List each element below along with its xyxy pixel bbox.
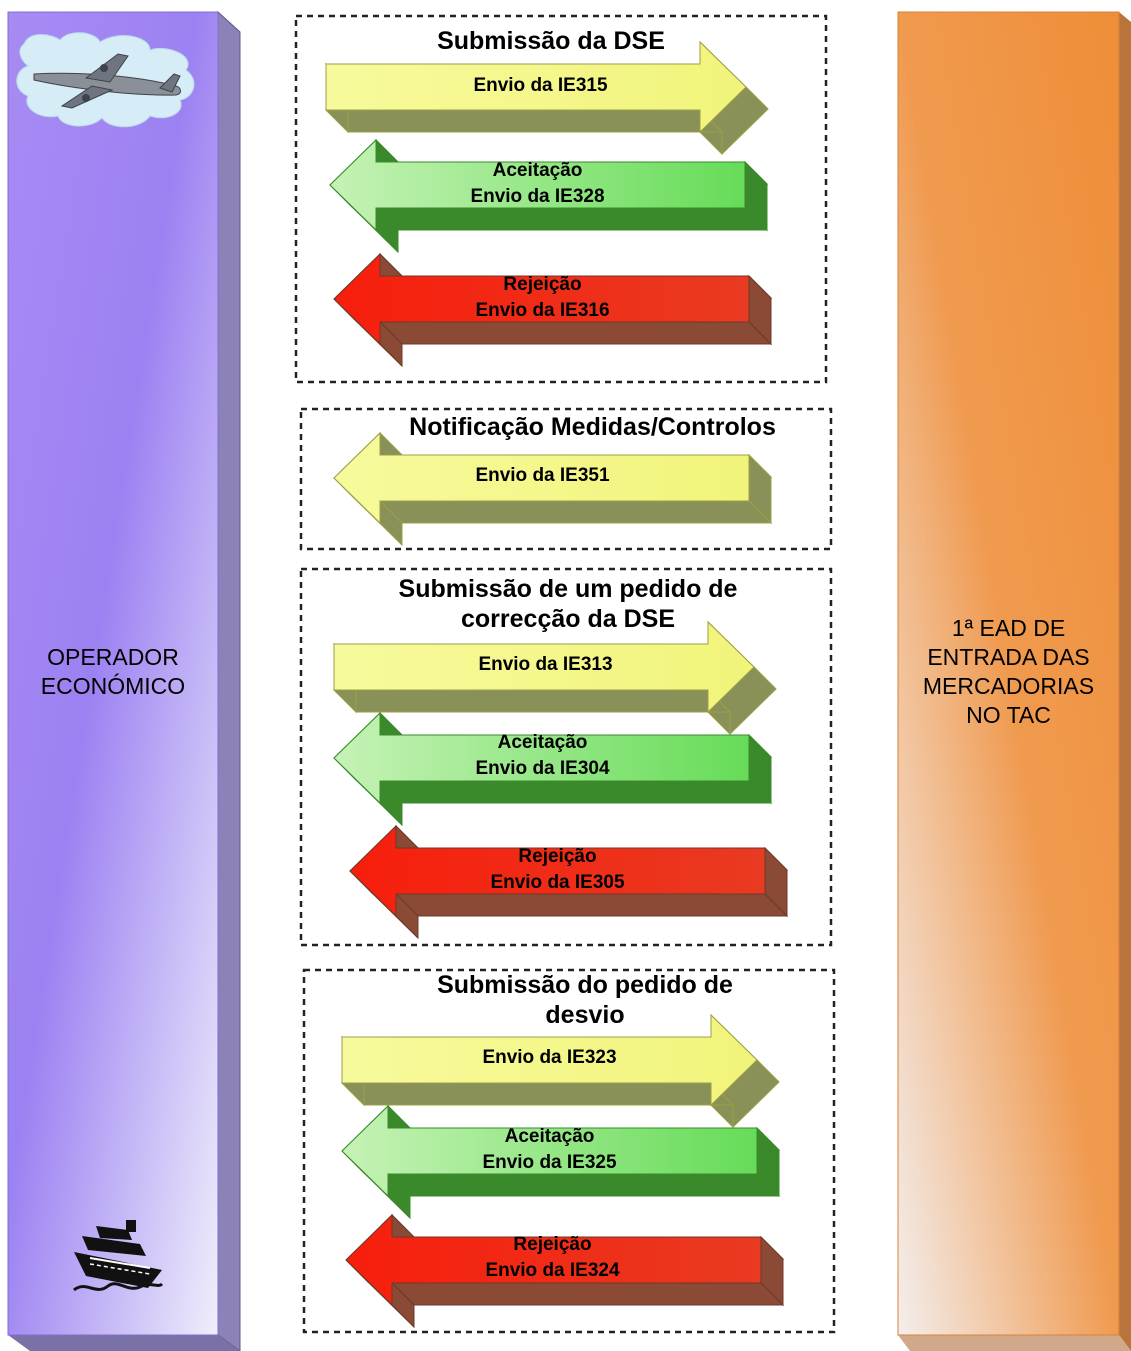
- arrow-accept-left-side: [374, 207, 769, 231]
- group-title-notificacao: Notificação Medidas/Controlos: [409, 413, 776, 441]
- arrow-label-ie328: Aceitação Envio da IE328: [470, 160, 605, 207]
- group-title-correccao-dse: Submissão de um pedido de correcção da D…: [398, 575, 738, 633]
- arrow-send-right: [340, 1013, 780, 1129]
- arrow-send-right-face: [333, 620, 755, 714]
- arrow-reject-left-face: [333, 252, 750, 346]
- arrow-accept-left: [341, 1104, 781, 1220]
- message-groups: [294, 14, 836, 1334]
- arrow-reject-left: [333, 252, 773, 368]
- arrow-send-left-face: [333, 431, 750, 525]
- message-group-2: [299, 567, 833, 947]
- arrow-accept-left-face: [333, 711, 750, 805]
- arrow-label-ie325: Aceitação Envio da IE325: [482, 1126, 617, 1173]
- operator-label: OPERADOR ECONÓMICO: [40, 644, 186, 699]
- arrow-accept-left-face: [329, 138, 746, 232]
- arrow-send-right-face: [341, 1013, 758, 1107]
- arrow-label-ie316: Rejeição Envio da IE316: [475, 274, 610, 321]
- arrow-reject-left-side: [378, 321, 773, 345]
- arrow-accept-left: [329, 138, 769, 254]
- group-box: [302, 968, 836, 1334]
- group-box: [299, 567, 833, 947]
- arrow-reject-left-face: [349, 824, 766, 918]
- arrow-send-left-side: [378, 500, 773, 524]
- message-group-1: [299, 407, 833, 551]
- group-title-desvio: Submissão do pedido de desvio: [437, 971, 733, 1029]
- airplane-icon: [16, 32, 195, 128]
- arrow-label-ie323: Envio da IE323: [482, 1047, 617, 1068]
- arrow-accept-left-side: [378, 780, 773, 804]
- arrow-label-ie315: Envio da IE315: [473, 75, 608, 96]
- arrow-send-left: [333, 431, 773, 547]
- arrow-reject-left-face: [345, 1213, 762, 1307]
- group-box: [299, 407, 833, 551]
- arrow-accept-left: [333, 711, 773, 827]
- arrow-send-right: [324, 40, 769, 156]
- arrow-label-ie324: Rejeição Envio da IE324: [485, 1234, 620, 1281]
- left-column: [7, 10, 241, 1351]
- arrow-label-ie305: Rejeição Envio da IE305: [490, 846, 625, 893]
- arrow-reject-left: [345, 1213, 785, 1329]
- arrow-label-ie313: Envio da IE313: [478, 654, 613, 675]
- arrow-label-ie351: Envio da IE351: [475, 465, 610, 486]
- group-box: [294, 14, 828, 384]
- arrow-accept-left-side: [386, 1173, 781, 1197]
- ead-label: 1ª EAD DE ENTRADA DAS MERCADORIAS NO TAC: [922, 615, 1095, 728]
- arrow-label-ie304: Aceitação Envio da IE304: [475, 732, 610, 779]
- arrow-reject-left-side: [394, 893, 789, 917]
- arrow-send-right-side: [332, 689, 732, 713]
- arrow-reject-left-side: [390, 1282, 785, 1306]
- message-group-3: [302, 968, 836, 1334]
- ship-icon: [73, 1220, 164, 1292]
- arrow-send-right-side: [324, 109, 724, 133]
- group-title-submissao-dse: Submissão da DSE: [437, 27, 665, 55]
- arrow-send-right-side: [340, 1082, 735, 1106]
- arrow-send-right: [332, 620, 777, 736]
- message-group-0: [294, 14, 828, 384]
- arrow-reject-left: [349, 824, 789, 940]
- arrow-accept-left-face: [341, 1104, 758, 1198]
- arrow-send-right-face: [325, 40, 747, 134]
- right-column: [897, 11, 1131, 1351]
